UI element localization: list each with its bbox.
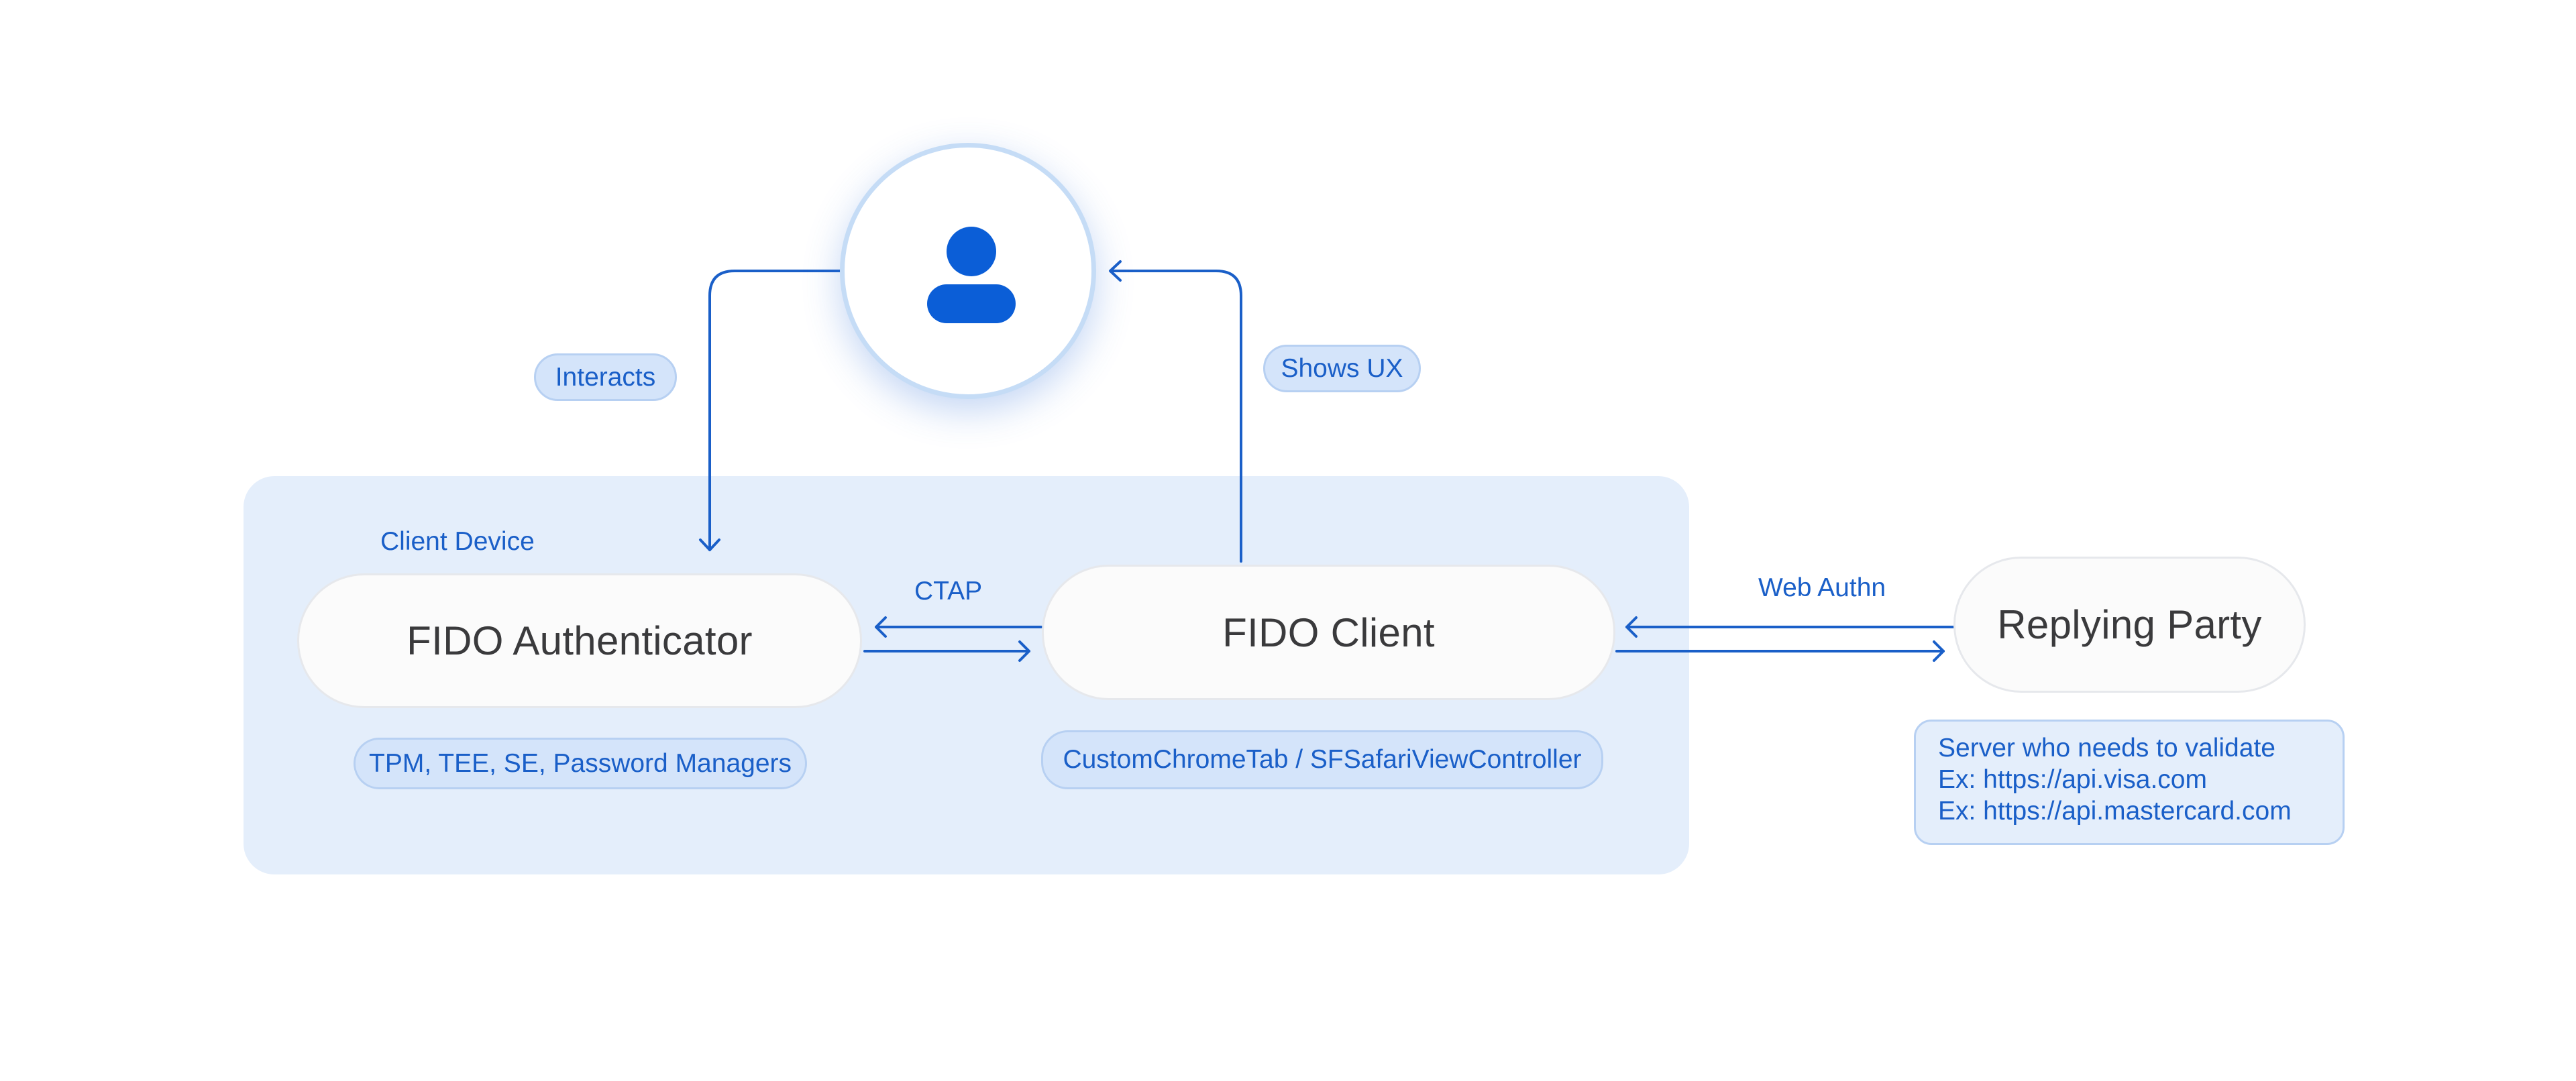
authenticator-types-pill: TPM, TEE, SE, Password Managers bbox=[354, 738, 807, 789]
server-note: Server who needs to validate Ex: https:/… bbox=[1914, 720, 2345, 845]
shows-ux-pill: Shows UX bbox=[1263, 345, 1421, 392]
ctap-arrowhead-right bbox=[1018, 640, 1030, 662]
ctap-label: CTAP bbox=[914, 577, 983, 606]
interacts-arrowhead bbox=[699, 538, 720, 551]
server-note-line: Ex: https://api.mastercard.com bbox=[1938, 797, 2292, 826]
server-note-line: Server who needs to validate bbox=[1938, 734, 2275, 762]
replying-party-node: Replying Party bbox=[1953, 557, 2306, 693]
client-types-pill: CustomChromeTab / SFSafariViewController bbox=[1041, 730, 1603, 789]
webauthn-label: Web Authn bbox=[1758, 573, 1886, 602]
interacts-pill: Interacts bbox=[534, 353, 677, 401]
user-icon bbox=[927, 227, 1016, 323]
fido-client-node: FIDO Client bbox=[1042, 565, 1615, 700]
webauthn-arrowhead-left bbox=[1625, 616, 1638, 638]
ctap-arrowhead-left bbox=[875, 616, 887, 638]
client-device-label: Client Device bbox=[380, 527, 535, 556]
shows-ux-connector bbox=[1110, 270, 1242, 563]
shows-ux-arrowhead bbox=[1109, 260, 1122, 282]
interacts-connector bbox=[708, 270, 843, 551]
server-note-line: Ex: https://api.visa.com bbox=[1938, 765, 2207, 794]
fido-authenticator-node: FIDO Authenticator bbox=[297, 573, 862, 708]
webauthn-arrowhead-right bbox=[1933, 640, 1945, 662]
